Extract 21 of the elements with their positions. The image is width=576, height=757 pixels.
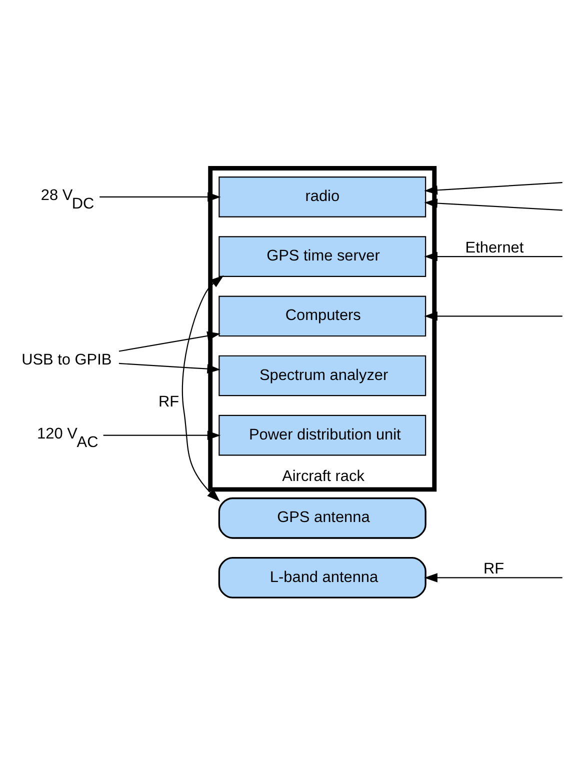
arrow	[424, 182, 562, 195]
arrow	[118, 362, 220, 374]
arrow	[424, 312, 562, 321]
arrow	[100, 192, 221, 202]
edge-label: RF	[158, 393, 180, 410]
node-box: GPS antenna	[218, 497, 426, 539]
arrow	[182, 275, 224, 502]
edge-label: Ethernet	[465, 239, 524, 256]
arrow	[424, 573, 562, 582]
edge-label: RF	[484, 560, 504, 578]
node-box: Power distribution unit	[218, 414, 426, 456]
arrow	[424, 252, 562, 262]
node-box: L-band antenna	[218, 557, 426, 598]
node-box: Computers	[218, 296, 426, 337]
node-box: radio	[218, 176, 426, 218]
node-text: USB to GPIB	[22, 351, 112, 368]
arrow	[103, 430, 221, 440]
arrow	[424, 198, 562, 211]
node-box: GPS time server	[218, 236, 426, 277]
arrow	[118, 331, 220, 352]
node-box: Spectrum analyzer	[218, 355, 426, 396]
